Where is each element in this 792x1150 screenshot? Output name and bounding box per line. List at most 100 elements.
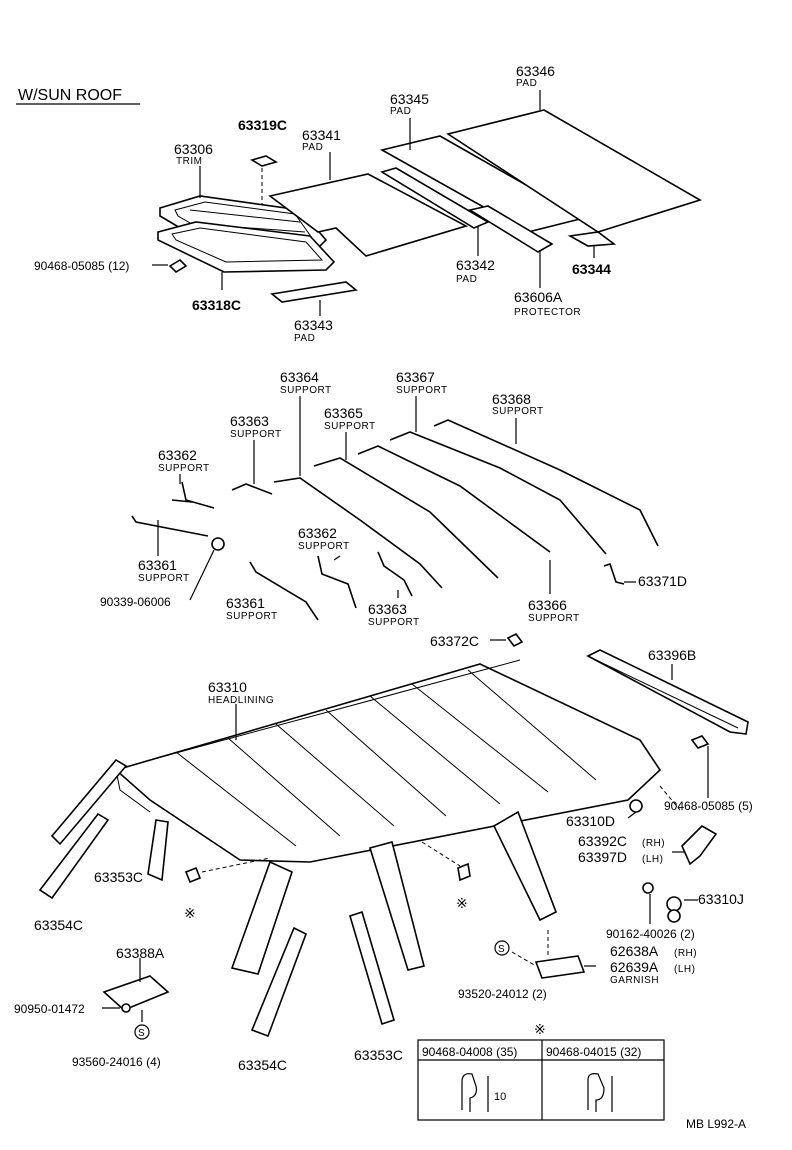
label-63367-sub: SUPPORT: [396, 385, 448, 396]
label-63354C-b: 63354C: [238, 1057, 287, 1073]
label-garnish: GARNISH: [610, 975, 659, 986]
s-mark-circle: [494, 940, 510, 956]
label-63366: 63366: [528, 597, 567, 613]
s-mark: S: [138, 1028, 145, 1039]
label-63345-sub: PAD: [390, 106, 411, 117]
label-63392C: 63392C: [578, 833, 627, 849]
label-63364: 63364: [280, 369, 319, 385]
label-63345: 63345: [390, 91, 429, 107]
label-63361b-sub: SUPPORT: [226, 611, 278, 622]
dash-line: [511, 951, 537, 967]
label-63361a: 63361: [138, 557, 177, 573]
label-63318C: 63318C: [192, 297, 241, 313]
label-63362a: 63362: [158, 447, 197, 463]
dash-line: [421, 841, 461, 867]
supports: [131, 419, 659, 648]
label-90950: 90950-01472: [14, 1002, 85, 1016]
leader: [189, 549, 215, 601]
dimension-10: 10: [494, 1091, 506, 1103]
label-63397D-sub: (LH): [642, 854, 663, 865]
label-63606A: 63606A: [514, 289, 563, 305]
label-63364-sub: SUPPORT: [280, 385, 332, 396]
label-63354C-a: 63354C: [34, 917, 83, 933]
label-62639A: 62639A: [610, 959, 659, 975]
label-63306-sub: TRIM: [176, 156, 202, 167]
diagram-title: W/SUN ROOF: [18, 87, 122, 104]
small-clips: [102, 735, 718, 1013]
label-63319C: 63319C: [238, 117, 287, 133]
label-63353C-b: 63353C: [354, 1047, 403, 1063]
label-93520: 93520-24012 (2): [458, 987, 547, 1001]
part-63396B: [586, 649, 749, 735]
clip-left-part: 90468-04008 (35): [422, 1045, 517, 1059]
label-63363b: 63363: [368, 601, 407, 617]
label-63392C-sub: (RH): [642, 838, 665, 849]
label-63346: 63346: [516, 63, 555, 79]
label-63606A-sub: PROTECTOR: [514, 307, 581, 318]
label-63366-sub: SUPPORT: [528, 613, 580, 624]
label-63362b-sub: SUPPORT: [298, 541, 350, 552]
label-63353C-a: 63353C: [94, 869, 143, 885]
asterisk-mark: ※: [534, 1021, 546, 1037]
part-63310-headlining: [114, 659, 662, 863]
dash-line: [659, 785, 681, 811]
label-63368: 63368: [492, 391, 531, 407]
label-62639A-sub: (LH): [674, 964, 695, 975]
label-63361b: 63361: [226, 595, 265, 611]
label-63306: 63306: [174, 141, 213, 157]
label-63363b-sub: SUPPORT: [368, 617, 420, 628]
label-63365: 63365: [324, 405, 363, 421]
dash-line: [201, 857, 271, 873]
label-63310D: 63310D: [566, 813, 615, 829]
label-63396B: 63396B: [648, 647, 696, 663]
label-63371D: 63371D: [638, 573, 687, 589]
label-63397D: 63397D: [578, 849, 627, 865]
label-63341: 63341: [302, 127, 341, 143]
leader: [627, 811, 637, 819]
label-90339: 90339-06006: [100, 595, 171, 609]
label-63310J: 63310J: [698, 891, 744, 907]
label-90468-5: 90468-05085 (5): [664, 799, 753, 813]
label-90162: 90162-40026 (2): [606, 927, 695, 941]
label-63362a-sub: SUPPORT: [158, 463, 210, 474]
label-63343-sub: PAD: [294, 333, 315, 344]
label-63342-sub: PAD: [456, 274, 477, 285]
label-63310: 63310: [208, 679, 247, 695]
footer-code: MB L992-A: [686, 1117, 746, 1131]
label-63342: 63342: [456, 257, 495, 273]
part-63319C: [250, 155, 278, 204]
label-62638A: 62638A: [610, 943, 659, 959]
pillar-trims: [38, 758, 558, 1038]
part-63318C-seal: [157, 221, 336, 273]
clip-table: [417, 1039, 665, 1121]
part-63346-pad: [446, 109, 702, 247]
label-63372C: 63372C: [430, 633, 479, 649]
label-62638A-sub: (RH): [674, 948, 697, 959]
leader: [333, 555, 341, 561]
label-63367: 63367: [396, 369, 435, 385]
s-mark: S: [498, 944, 505, 955]
s-mark-circle: [134, 1024, 150, 1040]
label-90468-12: 90468-05085 (12): [34, 259, 129, 273]
label-63362b: 63362: [298, 525, 337, 541]
bolt-90468-12: [168, 258, 188, 274]
label-63341-sub: PAD: [302, 142, 323, 153]
label-63363a: 63363: [230, 413, 269, 429]
label-63344: 63344: [572, 261, 611, 277]
label-63388A: 63388A: [116, 945, 165, 961]
asterisk-mark: ※: [456, 895, 468, 911]
asterisk-mark: ※: [184, 905, 196, 921]
label-63368-sub: SUPPORT: [492, 406, 544, 417]
part-63341-pad: [268, 173, 469, 257]
part-63343-pad: [270, 281, 358, 303]
label-63343: 63343: [294, 317, 333, 333]
part-63606A-protector: [467, 205, 554, 253]
label-93560: 93560-24016 (4): [72, 1055, 161, 1069]
label-63361a-sub: SUPPORT: [138, 573, 190, 584]
label-63346-sub: PAD: [516, 78, 537, 89]
label-63365-sub: SUPPORT: [324, 421, 376, 432]
clip-right-part: 90468-04015 (32): [546, 1045, 641, 1059]
label-63363a-sub: SUPPORT: [230, 429, 282, 440]
label-63310-sub: HEADLINING: [208, 695, 274, 706]
